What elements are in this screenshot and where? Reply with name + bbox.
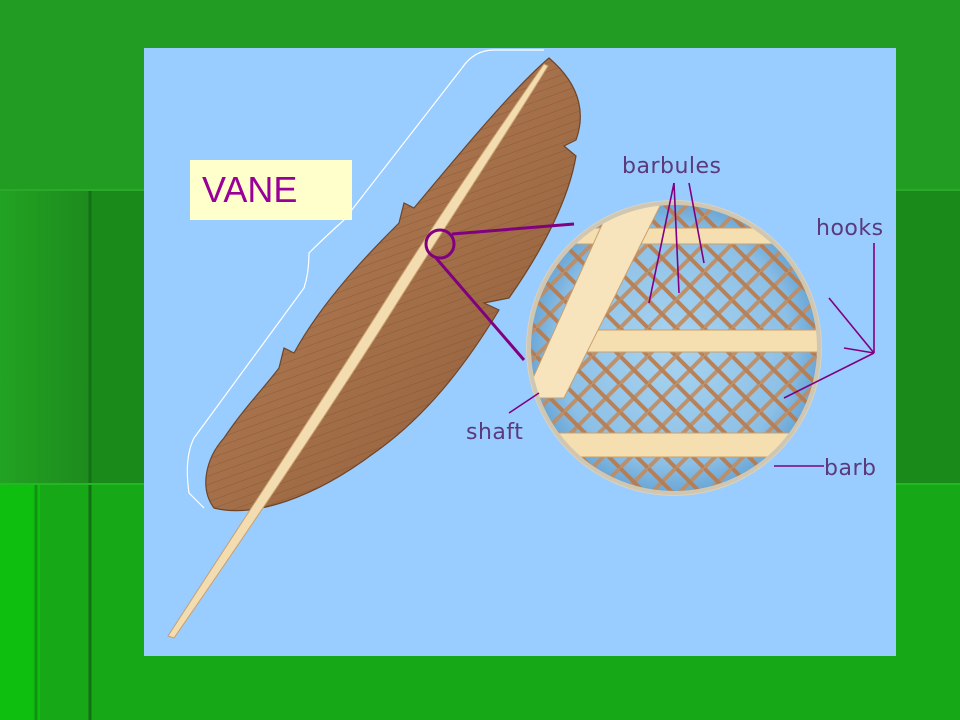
label-barb: barb [824,456,877,481]
connector-bottom [434,257,526,361]
label-shaft: shaft [466,420,524,445]
feather-illustration [144,48,896,656]
vane-callout: VANE [190,160,352,220]
label-pointers [508,182,875,467]
magnified-view [526,200,822,496]
label-barbules: barbules [622,154,722,179]
connector-top [451,222,575,236]
feather-diagram: barbules hooks shaft barb [144,48,896,656]
label-hooks: hooks [816,216,884,241]
feather-shaft [167,63,549,639]
vane-outline [186,49,544,509]
feather [167,57,581,639]
magnify-spot [424,228,456,260]
